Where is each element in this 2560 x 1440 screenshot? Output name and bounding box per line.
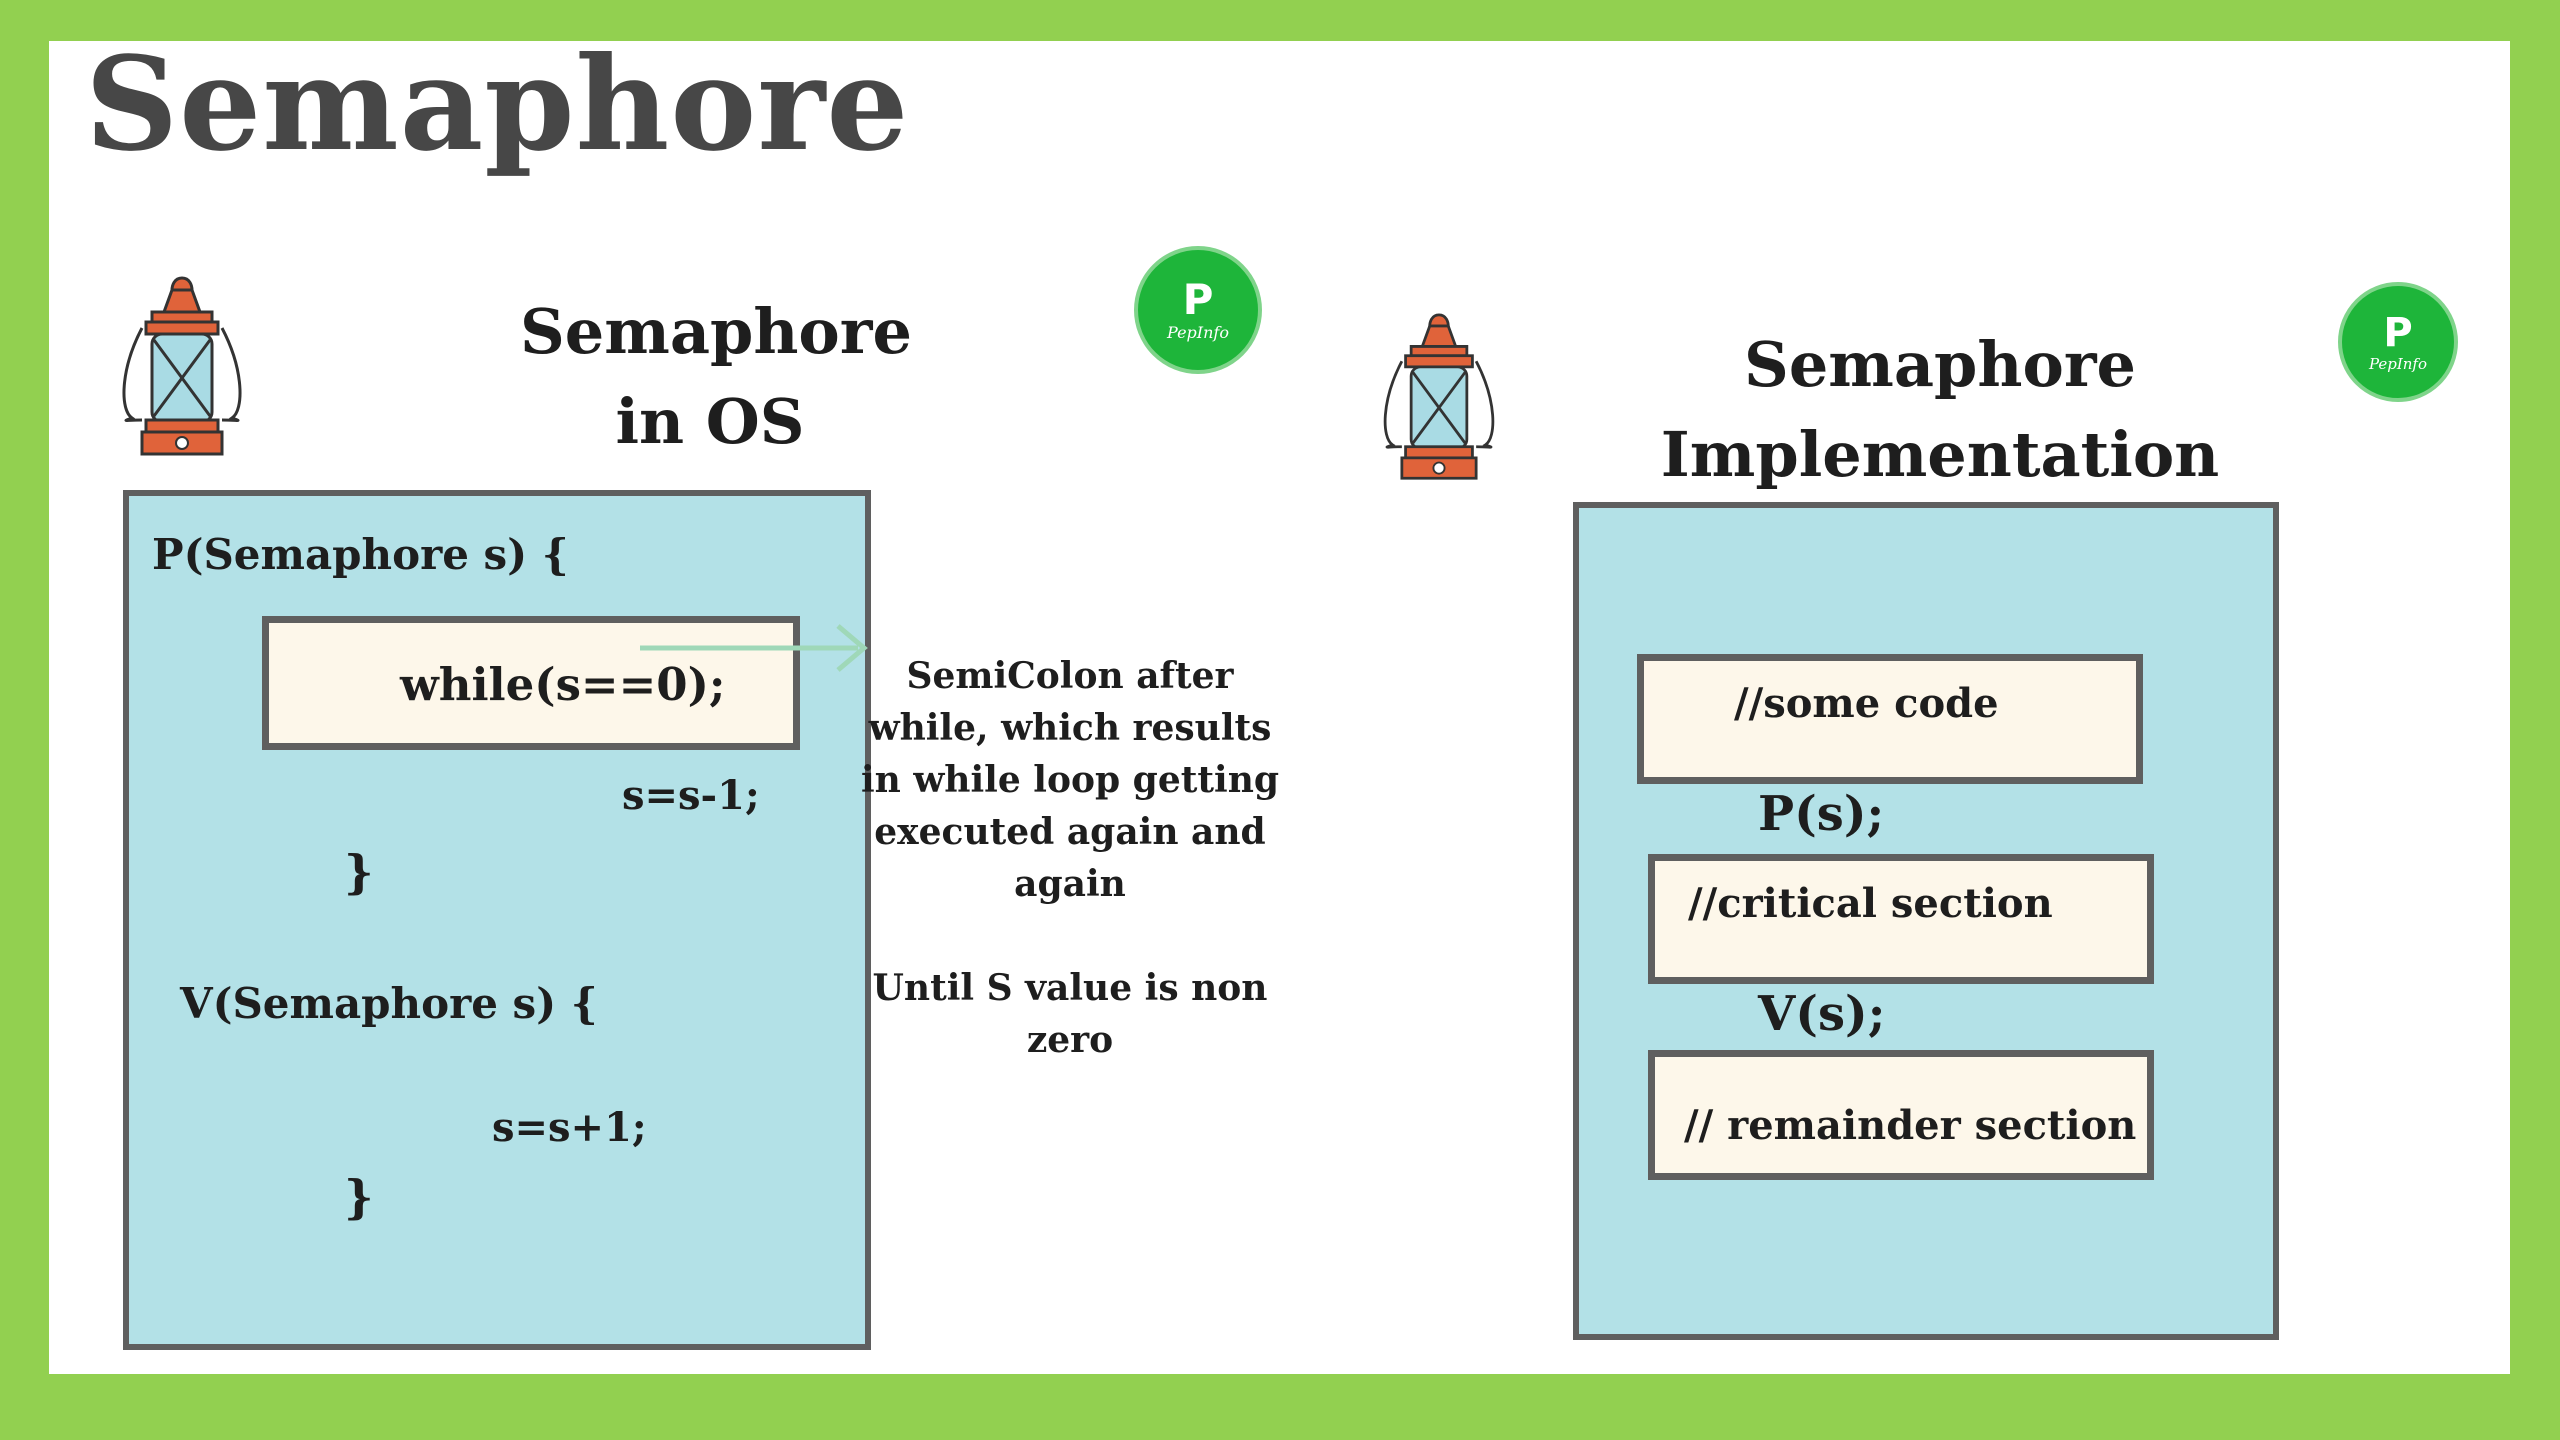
annotation-line: executed again and [874, 811, 1266, 853]
decrement-statement: s=s-1; [622, 772, 760, 819]
while-statement: while(s==0); [400, 658, 726, 711]
remainder-section-comment: // remainder section [1684, 1102, 2137, 1149]
critical-section-box [1648, 854, 2154, 984]
pointer-arrow [640, 624, 868, 672]
logo-text: PepInfo [2368, 354, 2428, 373]
some-code-comment: //some code [1734, 680, 1999, 727]
annotation-line: zero [1026, 1019, 1114, 1061]
lantern-icon [122, 276, 242, 456]
page-title: Semaphore [85, 29, 910, 180]
critical-section-comment: //critical section [1688, 880, 2053, 927]
increment-statement: s=s+1; [492, 1104, 647, 1151]
section-title-line: Implementation [1660, 418, 2220, 491]
section-title-line: Semaphore [520, 295, 912, 368]
section-title-line: Semaphore [1744, 328, 2136, 401]
annotation-line: Until S value is non [872, 967, 1268, 1009]
p-call: P(s); [1758, 786, 1885, 842]
v-call: V(s); [1758, 986, 1886, 1042]
lantern-icon [1383, 313, 1495, 480]
annotation-line: in while loop getting [860, 759, 1280, 801]
p-function-signature: P(Semaphore s) { [152, 530, 569, 579]
logo-letter: P [2383, 309, 2413, 356]
annotation-text: SemiColon after while, which results in … [860, 650, 1280, 1066]
while-statement-box [262, 616, 800, 750]
brand-logo: P PepInfo [1134, 246, 1262, 374]
annotation-line: while, which results [868, 707, 1272, 749]
section-title-line: in OS [615, 385, 805, 458]
section-title-os: Semaphore in OS [520, 287, 912, 467]
some-code-box [1637, 654, 2143, 784]
v-function-signature: V(Semaphore s) { [180, 979, 598, 1028]
logo-text: PepInfo [1167, 323, 1229, 342]
closing-brace: } [344, 845, 374, 899]
closing-brace: } [344, 1170, 374, 1224]
annotation-line: SemiColon after [906, 655, 1234, 697]
remainder-section-box [1648, 1050, 2154, 1180]
logo-letter: P [1182, 275, 1214, 324]
annotation-line: again [1014, 863, 1126, 905]
brand-logo: P PepInfo [2338, 282, 2458, 402]
section-title-implementation: Semaphore Implementation [1630, 320, 2250, 500]
